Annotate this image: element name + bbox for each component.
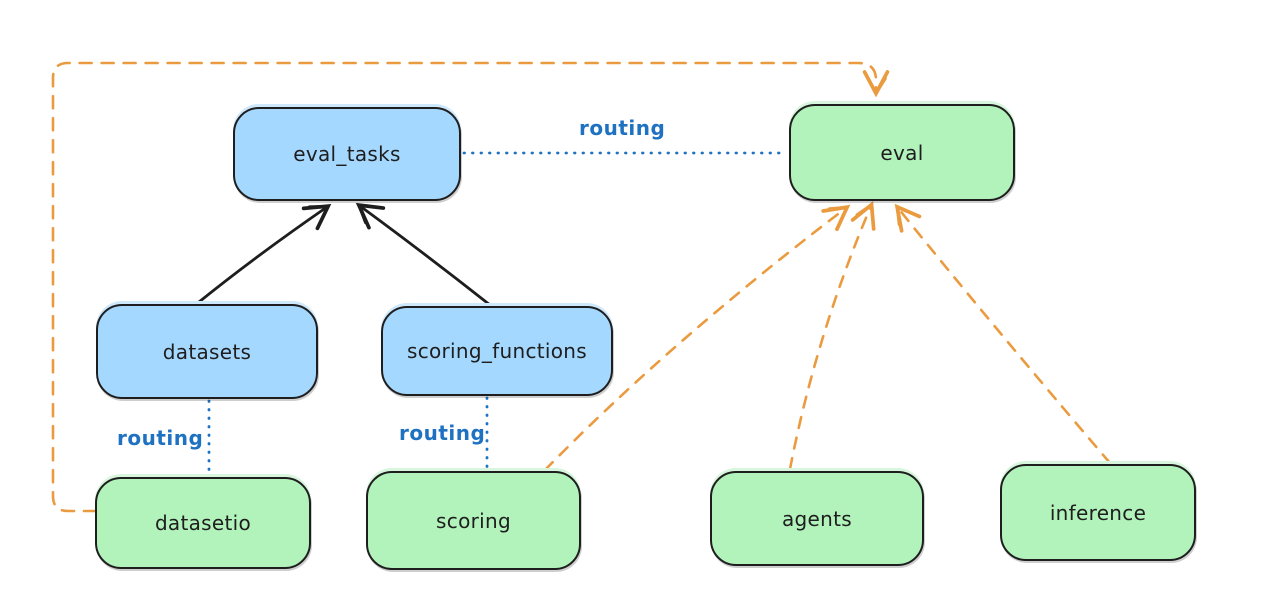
edge-scoring-functions-to-eval-tasks: [355, 202, 492, 307]
node-datasets: datasets: [96, 304, 318, 399]
node-scoring-label: scoring: [436, 508, 511, 533]
node-eval: eval: [789, 104, 1015, 201]
edge-label-routing-scoring-functions-scoring: routing: [399, 421, 486, 445]
edge-label-routing-eval-tasks-eval: routing: [579, 116, 666, 140]
node-scoring-functions-label: scoring_functions: [406, 339, 588, 363]
node-eval-tasks: eval_tasks: [233, 107, 461, 201]
node-datasets-label: datasets: [162, 339, 252, 364]
node-eval-tasks-label: eval_tasks: [293, 142, 401, 166]
node-scoring-functions: scoring_functions: [381, 306, 613, 396]
node-eval-label: eval: [880, 140, 924, 165]
edge-agents-to-eval: [788, 201, 876, 471]
node-agents: agents: [710, 471, 924, 566]
node-inference: inference: [1000, 464, 1196, 561]
node-scoring: scoring: [366, 471, 581, 570]
edge-datasets-to-eval-tasks: [197, 204, 332, 304]
node-inference-label: inference: [1049, 500, 1147, 525]
node-agents-label: agents: [782, 506, 852, 531]
edge-label-routing-datasets-datasetio: routing: [117, 426, 204, 450]
edge-inference-to-eval: [894, 203, 1112, 465]
node-datasetio-label: datasetio: [154, 511, 252, 535]
node-datasetio: datasetio: [95, 477, 311, 569]
